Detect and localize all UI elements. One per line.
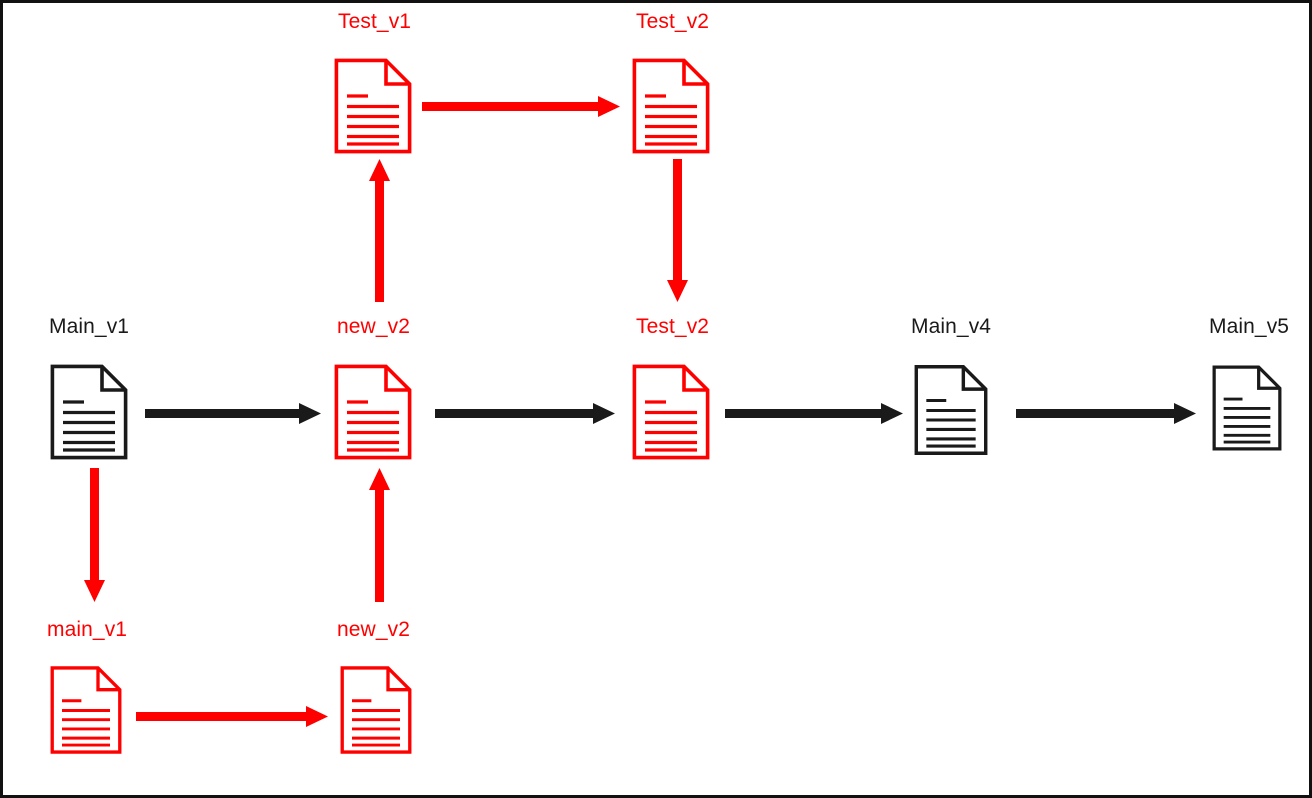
node-label-test_v2_mid: Test_v2 [636, 315, 710, 338]
document-icon-glyph [914, 365, 988, 455]
arrow-test-v2-to-main-v4 [725, 403, 903, 424]
node-label-main_v1: Main_v1 [49, 315, 130, 338]
document-icon-glyph [50, 364, 128, 460]
node-label-main_v5: Main_v5 [1209, 315, 1290, 338]
document-icon-new_v2_mid[interactable] [334, 364, 412, 460]
document-icon-glyph [334, 58, 412, 154]
document-icon-glyph [334, 364, 412, 460]
arrow-main-v4-to-main-v5 [1016, 403, 1196, 424]
document-icon-glyph [340, 666, 412, 754]
document-icon-test_v1_top[interactable] [334, 58, 412, 154]
node-label-main_v1_low: main_v1 [47, 618, 128, 641]
arrow-new-v2-to-test-v2 [435, 403, 615, 424]
document-icon-main_v1_low[interactable] [50, 662, 122, 758]
document-icon-new_v2_low[interactable] [340, 662, 412, 758]
node-label-test_v1_top: Test_v1 [338, 10, 412, 33]
node-label-new_v2_mid: new_v2 [337, 315, 410, 338]
arrow-main-v1-to-new-v2 [145, 403, 321, 424]
node-label-test_v2_top: Test_v2 [636, 10, 710, 33]
arrow-test-v1-to-test-v2 [422, 96, 620, 117]
document-icon-main_v5[interactable] [1212, 364, 1282, 452]
arrow-main-v1-down-to-main-v1-low [84, 468, 105, 602]
document-icon-test_v2_mid[interactable] [632, 364, 710, 460]
node-label-new_v2_low: new_v2 [337, 618, 410, 641]
document-icon-glyph [50, 666, 122, 754]
document-icon-test_v2_top[interactable] [632, 58, 710, 154]
node-label-main_v4: Main_v4 [911, 315, 992, 338]
arrow-new-v2-low-up-to-new-v2 [369, 468, 390, 602]
document-icon-glyph [632, 58, 710, 154]
document-icon-main_v1[interactable] [50, 364, 128, 460]
arrow-test-v2-top-down-to-test-v2 [667, 159, 688, 302]
document-icon-glyph [632, 364, 710, 460]
document-icon-glyph [1212, 365, 1282, 451]
arrow-main-v1-low-to-new-v2-low [136, 706, 328, 727]
arrow-new-v2-up-to-test-v1 [369, 159, 390, 302]
document-icon-main_v4[interactable] [914, 364, 988, 456]
